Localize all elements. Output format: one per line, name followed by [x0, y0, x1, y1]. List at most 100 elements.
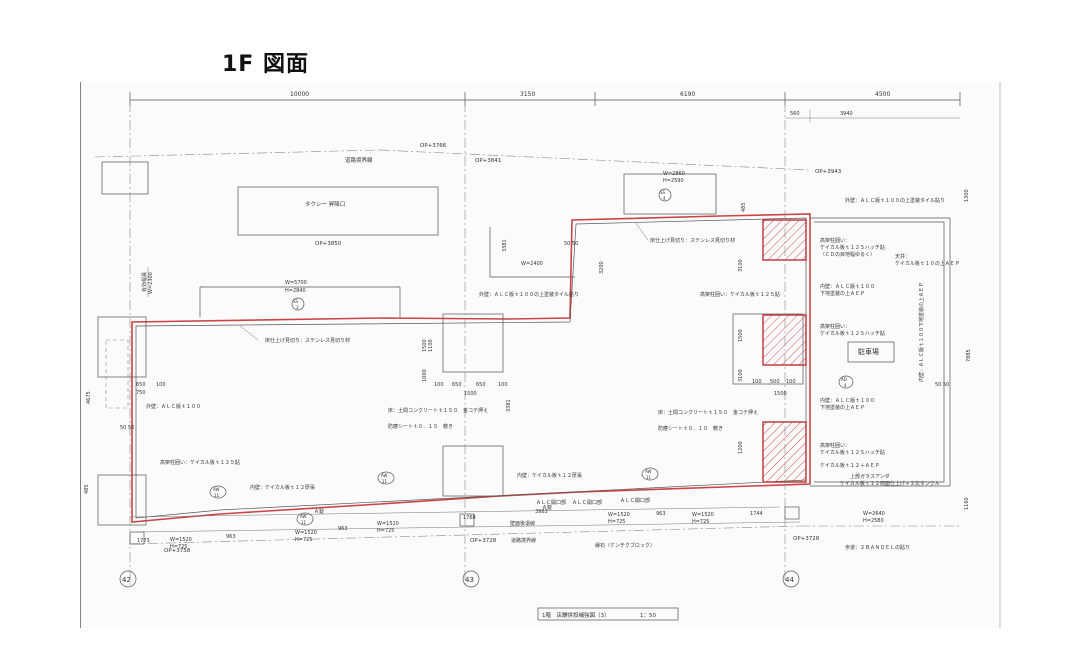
h725e: H=725 [692, 519, 710, 525]
svg-text:4: 4 [844, 383, 847, 388]
w2400: W=2400 [521, 261, 543, 267]
dim-650a: 650 [136, 382, 146, 388]
ceiling-r: 天井： [895, 253, 910, 260]
svg-text:AW: AW [300, 514, 307, 519]
dim-1200: 1200 [738, 441, 744, 454]
grid-bubble-44 [782, 570, 800, 588]
h2840: H=2840 [285, 288, 306, 294]
dim-485: 485 [741, 202, 747, 212]
dim-1000: 1000 [422, 369, 428, 382]
tile-hi3: （ＣＤの目地幅ゆるく） [820, 251, 875, 258]
dim-2300: W=2300 [148, 272, 154, 294]
bottom-box-2 [459, 513, 475, 527]
tag-ad: AD 4 [838, 375, 854, 389]
alc-vert: 内壁：ＡＬＣ版ｔ１００下地塗装の上ＡＥＰ [918, 282, 925, 382]
tile-hi: 高架柱囲い： [820, 237, 850, 244]
dim-100a: 100 [156, 382, 166, 388]
grid-42: 42 [122, 576, 131, 584]
tile-hi2: ケイカル板ｔ１２５ハッチ貼 [820, 244, 885, 251]
tag-ss4 [658, 188, 672, 202]
h725a: H=725 [170, 544, 188, 550]
dim-4675: 4675 [86, 391, 92, 404]
parking-outline [810, 217, 951, 487]
dim-963b: 963 [338, 526, 348, 532]
tag-aw-3: AW 11 [641, 467, 659, 481]
finish-r1: 上部ガラスアンダ [850, 473, 890, 480]
tag-aw-1: AW 11 [209, 485, 227, 499]
dashed-column-left [105, 339, 129, 409]
bottom-box-3 [784, 506, 800, 520]
dim-top-3: 6190 [680, 91, 695, 98]
svg-text:11: 11 [301, 520, 307, 525]
road-boundary-top [94, 149, 381, 158]
inner-right: ケイカル板ｔ１２＋ＡＥＰ [820, 462, 880, 469]
tag-ss3-b: 3 [296, 305, 299, 310]
w5700: W=5700 [285, 280, 307, 286]
alc-open-3: ＡＬＣ開口部 [620, 497, 650, 504]
dim-7885: 7885 [966, 349, 972, 362]
floor-plan-sheet: 10000 3150 6190 4500 560 3940 道路境界線 OP+3… [80, 82, 1002, 628]
parking-label: 駐車場 [858, 347, 879, 356]
floor-left: 床：土間コンクリートｔ１５０ 金コテ押え [388, 407, 488, 414]
alc-open-2: ＡＬＣ開口部 [572, 499, 602, 506]
h725b: H=725 [295, 537, 313, 543]
alc100-top: 外壁：ＡＬＣ版ｔ１００の上塗装タイル貼り [479, 291, 579, 298]
dim-1300: 1300 [964, 189, 970, 202]
drawing-scale: 1：50 [640, 613, 656, 619]
svg-text:AD: AD [841, 377, 847, 382]
grid-43: 43 [465, 576, 474, 584]
dim-top-4: 4500 [875, 91, 890, 98]
tag-ss3-a: SS [293, 299, 299, 304]
tile-mid: 高架柱囲い：ケイカル板ｔ１２５貼 [700, 291, 780, 298]
a-lock-2: Ａ錠 [542, 504, 552, 511]
level-4: OP+3850 [315, 241, 342, 247]
tag-ss3 [291, 297, 305, 311]
svg-text:11: 11 [646, 475, 652, 480]
dim-5050b: 50 50 [564, 241, 578, 247]
parking-inner [814, 221, 945, 483]
bottom-box-1 [129, 531, 145, 545]
tile-left: 高架柱囲い：ケイカル板ｔ１２５貼 [160, 459, 240, 466]
h2590: H=2590 [663, 178, 684, 184]
tile-mid-r: 高架柱囲い： [820, 323, 850, 330]
road-boundary-bottom-label: 道路境界線 [511, 537, 536, 544]
dim-3200: 3200 [599, 261, 605, 274]
top-dimension-line: 10000 3150 6190 4500 560 3940 [129, 91, 961, 122]
dim-1500-a: 1500 [422, 339, 428, 352]
dim-963a: 963 [226, 534, 236, 540]
road-boundary-bottom [129, 525, 801, 545]
building-inner-outline [135, 217, 807, 519]
svg-text:11: 11 [382, 479, 388, 484]
tag-aw-2: AW 11 [377, 471, 395, 485]
inner-mid: 内壁：ケイカル板ｔ１２厚張 [517, 472, 582, 479]
curb-label: 縁石（ケンチクブロック） [595, 542, 655, 549]
floor-right: 床：土間コンクリートｔ１５０ 金コテ押え [658, 409, 758, 416]
dim-1773: 1773 [137, 538, 150, 544]
alc-right: 外壁：ＡＬＣ版ｔ１００の上塗装タイル貼り [845, 197, 945, 204]
dim-500: 500 [770, 379, 780, 385]
dim-5050c: 50 50 [935, 382, 949, 388]
column-mid-bottom [442, 445, 504, 497]
dim-1160: 1160 [964, 497, 970, 510]
level-1: OP+3766 [420, 143, 447, 149]
level-6: OP+3728 [470, 538, 497, 544]
sus-left: 床仕上げ見切り：ステンレス見切り材 [265, 337, 350, 344]
w2640: W=2640 [863, 511, 885, 517]
h725d: H=725 [608, 519, 626, 525]
dim-3381: 3381 [502, 239, 508, 252]
dim-100d: 100 [434, 382, 444, 388]
svg-text:AW: AW [381, 473, 388, 478]
page-title: 1F 図面 [222, 52, 309, 77]
column-mid-top [442, 313, 504, 373]
svg-text:AW: AW [645, 469, 652, 474]
sus-top: 床仕上げ見切り：ステンレス見切り材 [650, 237, 735, 244]
column-left-top [97, 316, 147, 378]
dim-3983: 3983 [535, 509, 548, 515]
dim-1500-b: 1500 [738, 329, 744, 342]
tag-aw-4: AW 11 [296, 512, 314, 526]
hatched-column-top [762, 219, 807, 261]
dim-1768: 1768 [463, 515, 476, 521]
level-3: OP+3943 [815, 169, 842, 175]
inner-left: 内壁：ケイカル板ｔ１２厚張 [250, 484, 315, 491]
title-block [537, 607, 679, 621]
